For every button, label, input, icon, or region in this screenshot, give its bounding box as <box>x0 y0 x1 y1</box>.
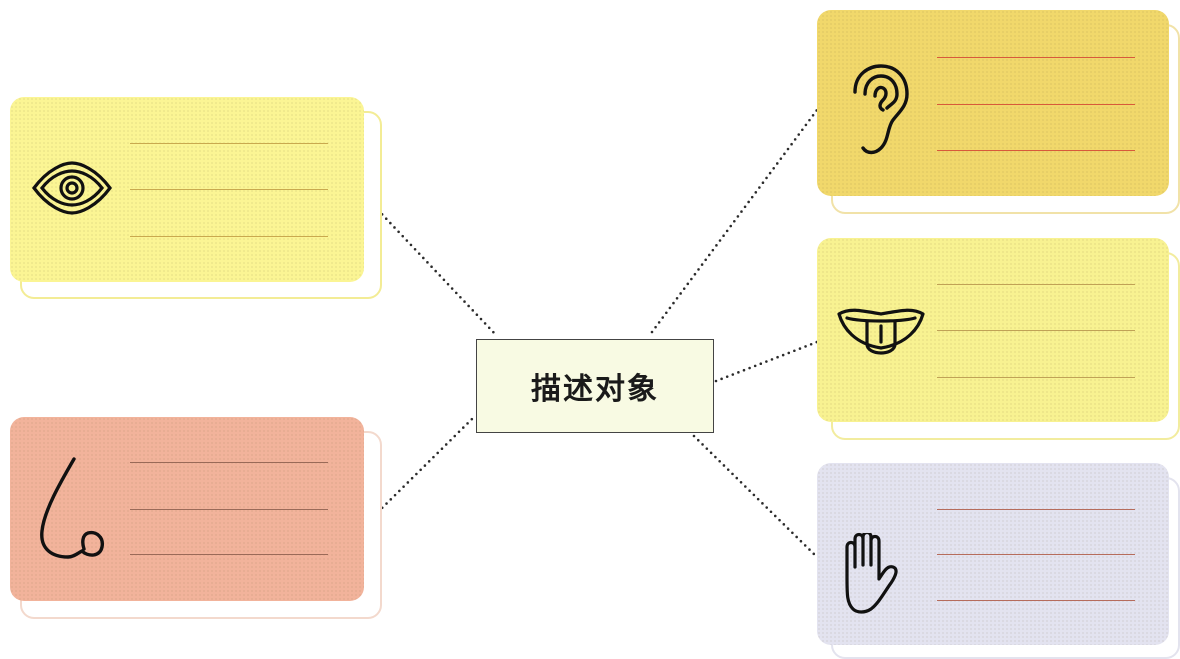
writing-line <box>130 189 328 190</box>
center-node: 描述对象 <box>476 339 714 433</box>
writing-line <box>937 554 1135 555</box>
mouth-icon <box>837 308 925 355</box>
writing-line <box>937 104 1135 105</box>
writing-line <box>130 554 328 555</box>
eye-icon <box>32 161 112 215</box>
card-touch <box>817 463 1180 659</box>
connector-tongue <box>714 340 819 383</box>
writing-line <box>937 600 1135 601</box>
connector-eye <box>376 208 499 338</box>
connector-hand <box>692 434 819 559</box>
card-taste <box>817 238 1180 440</box>
writing-line <box>130 143 328 144</box>
writing-line <box>937 330 1135 331</box>
writing-line <box>937 284 1135 285</box>
hand-icon <box>845 533 898 614</box>
writing-line <box>130 236 328 237</box>
center-label: 描述对象 <box>531 372 659 407</box>
writing-line <box>130 509 328 510</box>
ear-icon <box>853 64 909 155</box>
card-hearing <box>817 10 1180 214</box>
writing-line <box>937 509 1135 510</box>
connector-ear <box>650 108 819 334</box>
card-smell <box>10 417 382 619</box>
writing-line <box>937 57 1135 58</box>
writing-line <box>937 150 1135 151</box>
writing-line <box>937 377 1135 378</box>
nose-icon <box>40 457 104 559</box>
connector-nose <box>376 413 478 514</box>
card-face <box>817 10 1169 196</box>
card-sight <box>10 97 382 299</box>
writing-line <box>130 462 328 463</box>
